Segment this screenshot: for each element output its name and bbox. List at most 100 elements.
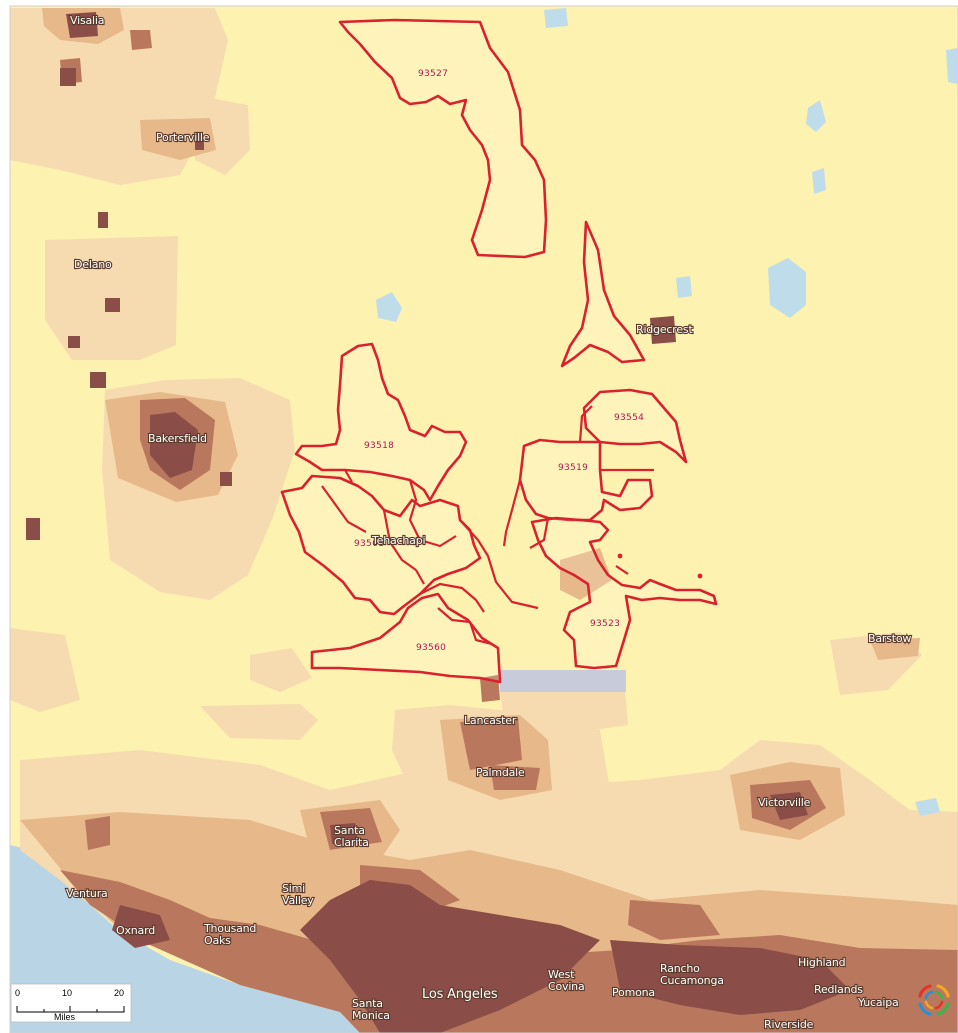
density-area [650, 316, 676, 344]
lake [812, 168, 826, 194]
zip-label-93519: 93519 [558, 463, 588, 473]
city-labels-layer: VisaliaPortervilleDelanoRidgecrestBakers… [65, 13, 913, 1032]
lake [376, 292, 402, 322]
zip-label-93523: 93523 [590, 619, 620, 629]
lake [768, 258, 806, 318]
density-area [60, 68, 76, 86]
zip-boundary-line [419, 582, 485, 613]
density-area [870, 638, 920, 660]
zip-area-93560[interactable] [310, 592, 502, 684]
density-area [628, 900, 720, 940]
density-area [500, 690, 628, 735]
zip-boundary-line [321, 485, 367, 533]
density-area [90, 372, 106, 388]
city-label-bakersfield: Bakersfield [148, 432, 207, 445]
density-area [130, 30, 152, 50]
zip-label-93560: 93560 [416, 643, 446, 653]
city-label-palmdale: Palmdale [476, 766, 525, 779]
zip-area-93518[interactable] [294, 342, 468, 502]
city-label-pomona: Pomona [612, 986, 655, 999]
city-label-visalia: Visalia [70, 14, 104, 27]
zip-boundary-line [529, 517, 550, 549]
zip-boundary-line [408, 479, 457, 548]
zip-boundary-line [615, 565, 629, 575]
scale-bar: 0 10 20 Miles [10, 983, 132, 1023]
zip-labels-layer: 93527 93518 93561 93560 93554 93519 93523 [354, 69, 644, 653]
density-area [195, 140, 204, 150]
zip-area-93554[interactable] [582, 388, 688, 464]
zip-boundary-line [502, 479, 522, 547]
city-label-victorville: Victorville [758, 796, 811, 809]
zip-label-93518: 93518 [364, 441, 394, 451]
lake [544, 8, 568, 28]
density-area [26, 518, 40, 540]
lake [915, 798, 940, 816]
zip-area-93523[interactable] [530, 516, 718, 670]
population-density-layer [10, 8, 958, 1033]
lake [946, 48, 958, 84]
city-label-riverside: Riverside [764, 1018, 814, 1031]
city-label-los-angeles: Los Angeles [422, 987, 498, 1002]
zip-boundary-line [382, 509, 417, 571]
zip-area-93527[interactable] [338, 18, 548, 259]
ring-logo-icon [918, 984, 950, 1016]
density-area [330, 823, 358, 844]
scale-bar-background [10, 983, 132, 1023]
zip-label-93561: 93561 [354, 539, 384, 549]
city-label-ventura: Ventura [66, 887, 108, 900]
city-label-redlands: Redlands [814, 983, 863, 996]
density-area [250, 648, 312, 692]
city-label-barstow: Barstow [868, 632, 911, 645]
density-area [112, 905, 170, 948]
city-label-ridgecrest: Ridgecrest [636, 323, 693, 336]
lake [676, 276, 692, 298]
density-area [300, 880, 600, 1033]
zip-boundary-line [459, 519, 539, 610]
density-area [85, 816, 110, 850]
zip-label-93527: 93527 [418, 69, 448, 79]
zip-area-93519[interactable] [518, 438, 654, 522]
density-area [68, 336, 80, 348]
density-area [770, 792, 808, 820]
scale-unit-label: Miles [54, 1012, 76, 1022]
zip-boundary-dot [617, 553, 623, 559]
zip-area-93561[interactable] [280, 474, 482, 616]
scale-tick-20: 20 [114, 988, 124, 998]
zip-area-93555[interactable] [560, 220, 646, 368]
density-area [220, 472, 232, 486]
density-area [105, 298, 120, 312]
density-area [610, 940, 850, 1015]
density-area [98, 212, 108, 228]
map-frame-border [9, 5, 958, 1033]
density-area [200, 704, 318, 740]
density-area [460, 718, 522, 770]
density-area [490, 765, 540, 790]
zip-boundary-dot [697, 573, 703, 579]
city-label-yucaipa: Yucaipa [857, 996, 899, 1009]
density-area [10, 628, 80, 712]
city-label-lancaster: Lancaster [464, 714, 517, 727]
zip-boundary-line [344, 469, 353, 483]
density-area [66, 12, 98, 38]
density-area [195, 95, 250, 175]
city-label-porterville: Porterville [156, 131, 210, 144]
scale-bar-ruler [16, 1006, 125, 1013]
zip-boundary-line [578, 405, 593, 443]
city-label-delano: Delano [74, 258, 112, 271]
lakes-layer [376, 8, 958, 816]
zip-boundary-line [415, 569, 425, 585]
zip-label-93554: 93554 [614, 413, 644, 423]
density-area [150, 412, 198, 478]
city-label-tehachapi: Tehachapi [371, 534, 425, 547]
city-label-oxnard: Oxnard [116, 924, 155, 937]
zip-boundaries-layer[interactable] [280, 18, 718, 684]
city-label-highland: Highland [798, 956, 845, 969]
